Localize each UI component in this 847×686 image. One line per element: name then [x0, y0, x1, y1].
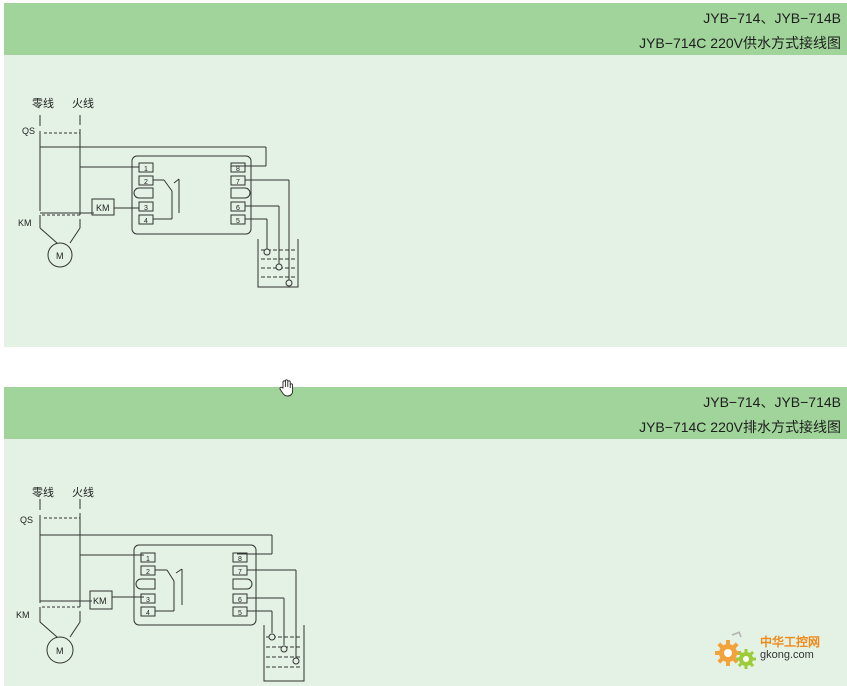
km-coil-label: KM: [96, 203, 110, 213]
live-label: 火线: [72, 485, 94, 499]
terminal-label: 7: [238, 569, 242, 576]
terminal-label: 7: [236, 179, 240, 186]
km-label: KM: [16, 610, 30, 620]
km-label: KM: [18, 218, 32, 228]
live-label: 火线: [72, 96, 94, 110]
terminal-label: 2: [146, 569, 150, 576]
hand-cursor-icon: [279, 379, 294, 397]
qs-label: QS: [22, 126, 35, 136]
terminal-label: 6: [238, 597, 242, 604]
panel-header: JYB−714、JYB−714B JYB−714C 220V供水方式接线图: [4, 3, 847, 55]
terminal-label: 3: [144, 205, 148, 212]
panel-header: JYB−714、JYB−714B JYB−714C 220V排水方式接线图: [4, 387, 847, 439]
terminal-label: 3: [146, 597, 150, 604]
gear-logo-icon: [715, 631, 756, 669]
terminal-label: 8: [238, 556, 242, 563]
terminal-label: 1: [146, 556, 150, 563]
panel-title-diagram: JYB−714C 220V排水方式接线图: [639, 419, 841, 435]
motor-label: M: [56, 646, 64, 656]
km-coil-label: KM: [93, 596, 107, 606]
terminal-label: 2: [144, 179, 148, 186]
terminal-label: 8: [236, 166, 240, 173]
terminal-label: 5: [238, 610, 242, 617]
terminal-label: 1: [144, 166, 148, 173]
watermark-logo: 中华工控网 gkong.com: [712, 631, 840, 675]
terminal-label: 4: [144, 218, 148, 225]
panel-title-diagram: JYB−714C 220V供水方式接线图: [639, 35, 841, 51]
terminal-label: 4: [146, 610, 150, 617]
watermark-domain: gkong.com: [760, 649, 814, 661]
watermark-brand: 中华工控网: [760, 635, 821, 649]
wiring-diagram: 零线 火线 QS KM KM M 1 2 3 4 8 7 6 5: [18, 96, 299, 288]
panel-title-models: JYB−714、JYB−714B: [703, 10, 841, 26]
terminal-label: 6: [236, 205, 240, 212]
panel-title-models: JYB−714、JYB−714B: [703, 394, 841, 410]
drainage-panel: JYB−714、JYB−714B JYB−714C 220V排水方式接线图: [4, 387, 847, 686]
wiring-diagram: 零线 火线 QS KM KM M 1 2 3 4 8 7 6 5: [16, 485, 305, 682]
neutral-label: 零线: [32, 485, 54, 499]
neutral-label: 零线: [32, 96, 54, 110]
motor-label: M: [56, 251, 64, 261]
supply-panel: JYB−714、JYB−714B JYB−714C 220V供水方式接线图: [4, 3, 847, 347]
terminal-label: 5: [236, 218, 240, 225]
panel-body: [4, 55, 847, 347]
qs-label: QS: [20, 515, 33, 525]
